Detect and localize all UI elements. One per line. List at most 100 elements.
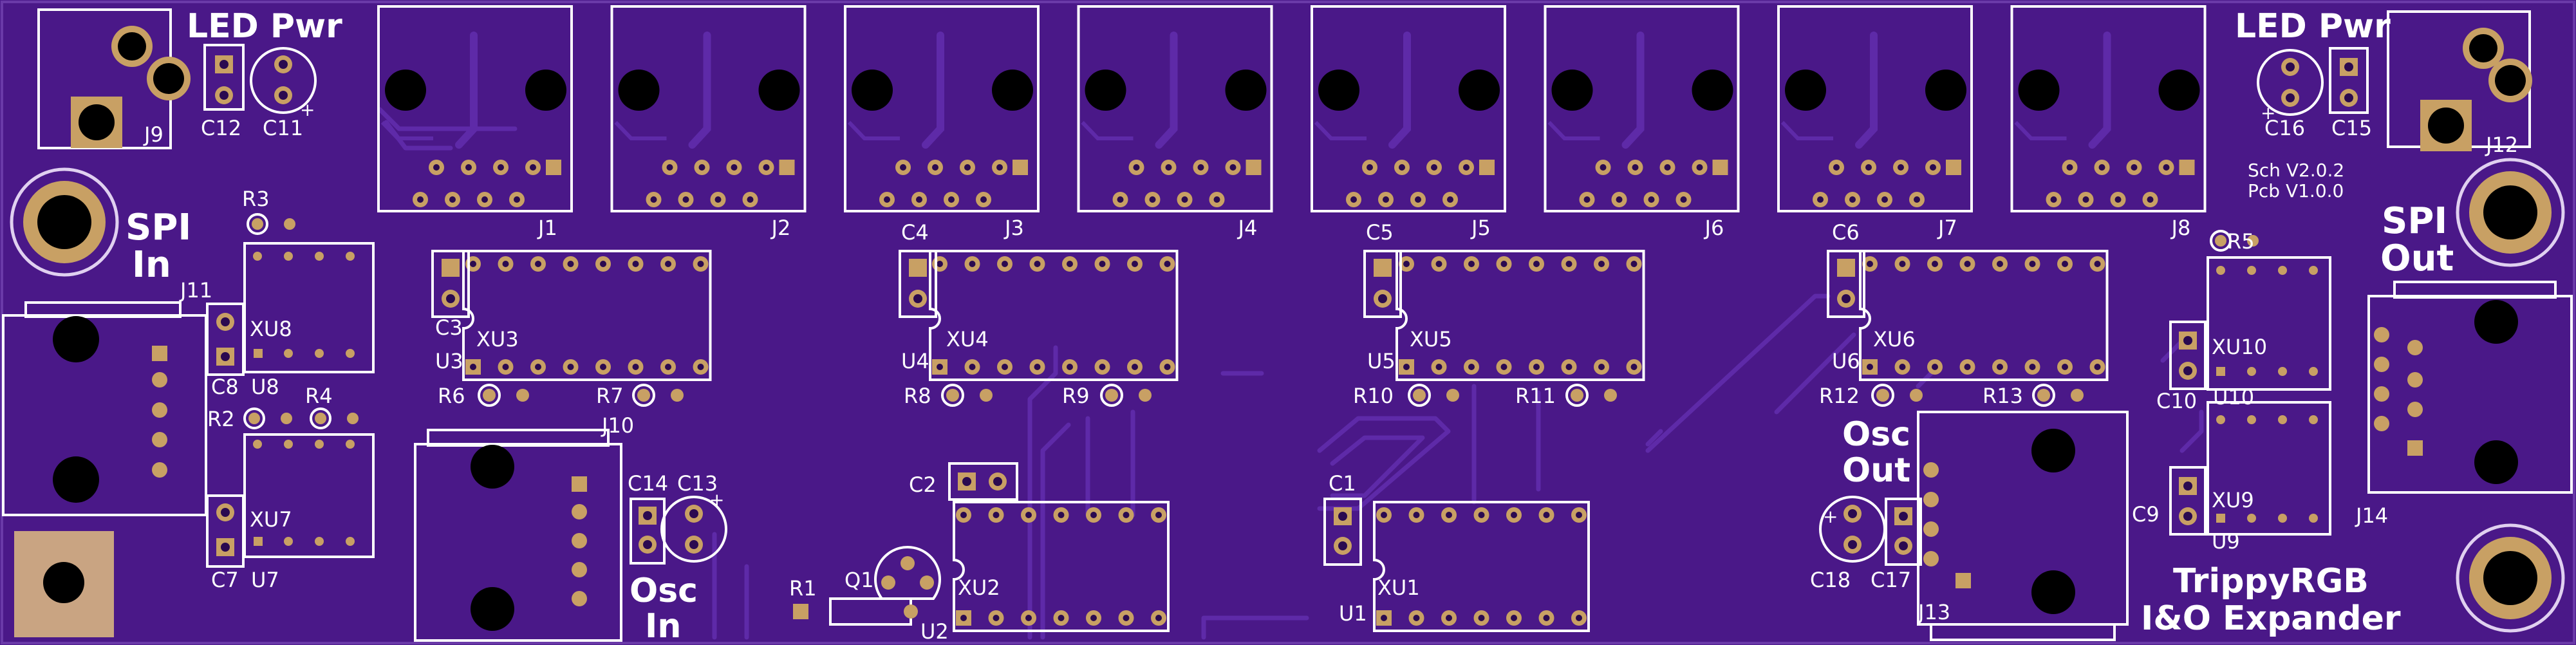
osc-in-label-1: Osc [630, 572, 698, 610]
refdes-c13: C13 [677, 471, 718, 496]
cap-c10 [2169, 321, 2207, 390]
resistor-r1 [793, 597, 918, 626]
cap-c2 [948, 462, 1018, 501]
transistor-q1 [874, 546, 941, 600]
refdes-j11: J11 [179, 278, 212, 303]
refdes-xu8: XU8 [250, 317, 292, 341]
cap-c1 [1323, 498, 1362, 566]
refdes-u2: U2 [920, 619, 949, 644]
refdes-u1: U1 [1339, 601, 1367, 626]
refdes-r12: R12 [1819, 384, 1860, 408]
rj45-j1 [377, 5, 573, 212]
refdes-j7: J7 [1937, 216, 1957, 240]
dip-socket-xu6 [1859, 250, 2109, 381]
resistor-r13 [2032, 384, 2084, 407]
rj45-j7 [1777, 5, 1973, 212]
refdes-u7: U7 [251, 568, 279, 592]
socket-xu10 [2207, 256, 2331, 391]
resistor-r8 [941, 384, 993, 407]
rj45-spi-out-j14 [2367, 281, 2573, 494]
resistor-r3-pad2 [284, 218, 295, 230]
refdes-r8: R8 [904, 384, 931, 408]
board-title-line2: I&O Expander [2141, 599, 2401, 638]
dip-socket-xu2 [953, 501, 1170, 632]
resistor-r2-pad2 [281, 413, 292, 424]
cap-c14 [630, 498, 666, 565]
refdes-j8: J8 [2170, 216, 2191, 240]
refdes-xu5: XU5 [1410, 327, 1452, 351]
refdes-u9: U9 [2212, 529, 2240, 554]
resistor-r4-pad2 [347, 413, 359, 424]
refdes-j14: J14 [2355, 503, 2388, 528]
rj45-j5 [1311, 5, 1506, 212]
refdes-c4: C4 [901, 220, 929, 245]
refdes-r13: R13 [1983, 384, 2023, 408]
refdes-j12: J12 [2485, 133, 2518, 157]
dc-jack-j12 [2387, 10, 2532, 151]
refdes-xu6: XU6 [1873, 327, 1916, 351]
refdes-xu3: XU3 [476, 327, 519, 351]
refdes-j5: J5 [1470, 216, 1491, 240]
refdes-c5: C5 [1366, 220, 1394, 245]
resistor-r5-pad2 [2247, 235, 2259, 247]
refdes-c6: C6 [1832, 220, 1860, 245]
refdes-q1: Q1 [845, 568, 874, 592]
spi-in-label-2: In [132, 244, 171, 286]
rj45-j4 [1077, 5, 1273, 212]
resistor-r2-outline [243, 407, 265, 429]
refdes-r6: R6 [438, 384, 465, 408]
refdes-j2: J2 [770, 216, 791, 240]
resistor-r4-outline [310, 407, 331, 429]
refdes-xu9: XU9 [2212, 488, 2254, 512]
spi-out-label-2: Out [2380, 238, 2454, 279]
refdes-r11: R11 [1515, 384, 1556, 408]
refdes-r1: R1 [789, 576, 817, 601]
resistor-r11 [1565, 384, 1617, 407]
refdes-u6: U6 [1832, 349, 1860, 373]
socket-xu9 [2207, 401, 2331, 536]
refdes-c11: C11 [263, 116, 303, 140]
resistor-r4-pad [315, 413, 326, 424]
rj45-j6 [1544, 5, 1740, 212]
polarity-c13: + [709, 489, 724, 510]
spi-out-label-1: SPI [2382, 200, 2447, 242]
cap-c5 [1363, 250, 1402, 318]
refdes-xu10: XU10 [2212, 335, 2267, 359]
led-pwr-label-left: LED Pwr [187, 7, 342, 46]
resistor-r2-pad [248, 413, 260, 424]
refdes-c12: C12 [201, 116, 241, 140]
refdes-j10: J10 [601, 413, 634, 438]
cap-c17 [1885, 498, 1922, 566]
resistor-r12 [1871, 384, 1923, 407]
cap-c11 [250, 47, 317, 114]
mounting-hole-top-left [10, 167, 119, 277]
refdes-u3: U3 [435, 349, 463, 373]
resistor-r6 [478, 384, 529, 407]
polarity-c18: + [1823, 506, 1838, 527]
refdes-r5: R5 [2227, 229, 2255, 254]
refdes-c9: C9 [2132, 502, 2160, 527]
mounting-hole-top-right [2456, 158, 2565, 267]
refdes-xu4: XU4 [946, 327, 989, 351]
refdes-u10: U10 [2213, 385, 2254, 409]
refdes-u5: U5 [1367, 349, 1395, 373]
refdes-xu1: XU1 [1377, 575, 1420, 600]
refdes-xu2: XU2 [958, 575, 1000, 600]
cap-c9 [2169, 466, 2207, 536]
refdes-c17: C17 [1871, 568, 1911, 592]
cap-c15 [2329, 47, 2369, 114]
pushbutton [14, 531, 114, 637]
cap-c16 [2257, 49, 2324, 116]
refdes-c8: C8 [211, 375, 239, 399]
rj45-osc-out-j13 [1917, 411, 2129, 641]
refdes-c7: C7 [211, 568, 239, 592]
resistor-r3-pad [252, 218, 263, 230]
led-pwr-label-right: LED Pwr [2235, 7, 2391, 46]
refdes-xu7: XU7 [250, 507, 292, 532]
refdes-r7: R7 [596, 384, 624, 408]
refdes-j13: J13 [1917, 600, 1950, 624]
